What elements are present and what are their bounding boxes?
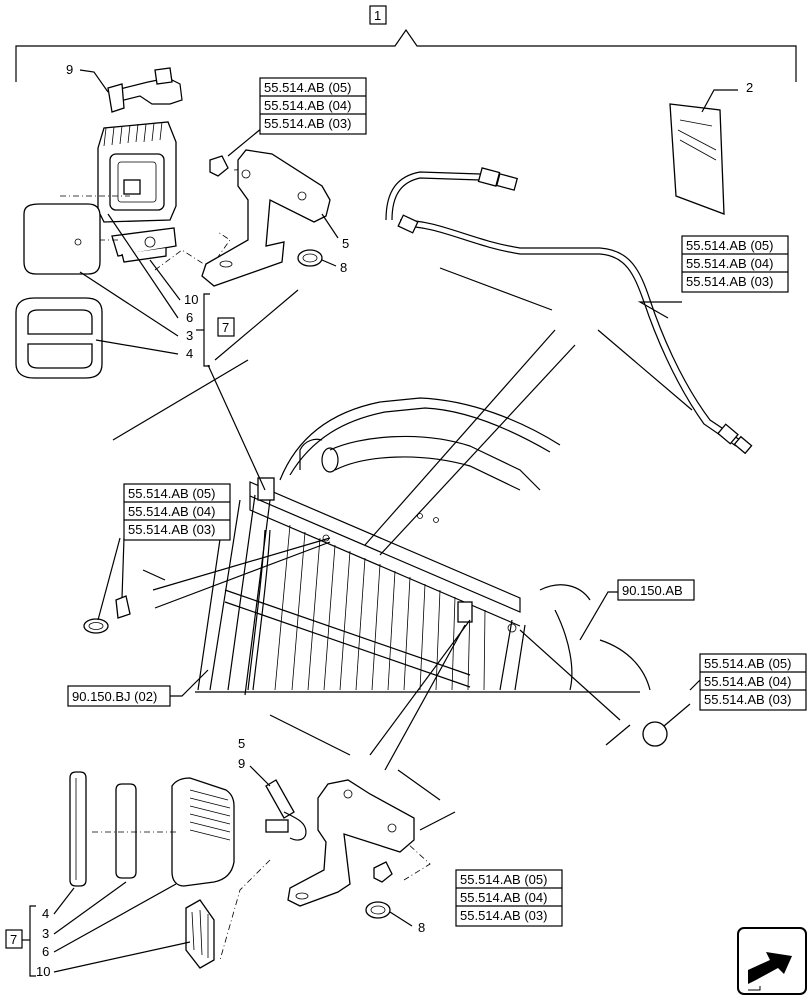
ref-group-e[interactable]: 55.514.AB (05) 55.514.AB (04) 55.514.AB … (455, 869, 563, 927)
svg-text:55.514.AB (04): 55.514.AB (04) (460, 890, 547, 905)
svg-text:7: 7 (10, 932, 17, 947)
svg-text:55.514.AB (05): 55.514.AB (05) (128, 486, 215, 501)
callout-8-bottom: 8 (418, 920, 425, 935)
clip-grommet-drawing (83, 537, 131, 634)
callout-9-top: 9 (66, 62, 73, 77)
svg-text:55.514.AB (04): 55.514.AB (04) (704, 674, 791, 689)
ref-group-b[interactable]: 55.514.AB (05) 55.514.AB (04) 55.514.AB … (681, 235, 789, 293)
callout-box-1 (369, 5, 387, 25)
svg-text:55.514.AB (03): 55.514.AB (03) (460, 908, 547, 923)
svg-text:55.514.AB (05): 55.514.AB (05) (686, 238, 773, 253)
svg-text:55.514.AB (05): 55.514.AB (05) (460, 872, 547, 887)
ref-group-c[interactable]: 55.514.AB (05) 55.514.AB (04) 55.514.AB … (123, 483, 231, 541)
callout-5-top: 5 (342, 236, 349, 251)
ref-90150ab[interactable]: 90.150.AB (579, 579, 695, 641)
svg-text:55.514.AB (04): 55.514.AB (04) (264, 98, 351, 113)
callout-6-top: 6 (186, 310, 193, 325)
callout-8-top: 8 (340, 260, 347, 275)
callout-2: 2 (746, 80, 753, 95)
callout-6-bottom: 6 (42, 944, 49, 959)
callout-3-top: 3 (186, 328, 193, 343)
callout-10-top: 10 (184, 292, 198, 307)
svg-text:55.514.AB (03): 55.514.AB (03) (264, 116, 351, 131)
manual-booklet-drawing (669, 89, 738, 215)
svg-text:55.514.AB (05): 55.514.AB (05) (704, 656, 791, 671)
kit-bracket-top (196, 293, 210, 367)
svg-text:55.514.AB (04): 55.514.AB (04) (128, 504, 215, 519)
ref-group-a[interactable]: 55.514.AB (05) 55.514.AB (04) 55.514.AB … (259, 77, 367, 135)
svg-text:55.514.AB (04): 55.514.AB (04) (686, 256, 773, 271)
svg-text:55.514.AB (03): 55.514.AB (03) (686, 274, 773, 289)
callout-5-bottom: 5 (238, 736, 245, 751)
callout-10-bottom: 10 (36, 964, 50, 979)
work-light-bottom-drawing (53, 765, 431, 973)
ref-group-d[interactable]: 55.514.AB (05) 55.514.AB (04) 55.514.AB … (699, 653, 807, 711)
kit-box-top: 7 (217, 317, 235, 337)
kit-bracket-bottom (22, 905, 36, 977)
svg-text:90.150.BJ (02): 90.150.BJ (02) (72, 689, 157, 704)
work-light-top-drawing (15, 67, 263, 379)
view-arrow-icon (737, 927, 807, 995)
leader-lines (112, 267, 701, 831)
svg-text:7: 7 (222, 320, 229, 335)
callout-4-top: 4 (186, 346, 193, 361)
plug-right-drawing (642, 703, 691, 747)
svg-text:55.514.AB (03): 55.514.AB (03) (128, 522, 215, 537)
callout-1: 1 (374, 8, 381, 23)
kit-box-bottom: 7 (5, 929, 23, 949)
ref-90150bj[interactable]: 90.150.BJ (02) (67, 669, 209, 707)
harness-top-drawing (385, 167, 753, 455)
callout-9-bottom: 9 (238, 756, 245, 771)
cab-frame-drawing (195, 397, 651, 696)
svg-text:55.514.AB (03): 55.514.AB (03) (704, 692, 791, 707)
svg-text:55.514.AB (05): 55.514.AB (05) (264, 80, 351, 95)
bracket-top-drawing (201, 127, 339, 287)
callout-3-bottom: 3 (42, 926, 49, 941)
svg-text:90.150.AB: 90.150.AB (622, 583, 683, 598)
callout-4-bottom: 4 (42, 906, 49, 921)
top-bracket (15, 28, 797, 82)
bracket-bottom-drawing (287, 779, 415, 927)
